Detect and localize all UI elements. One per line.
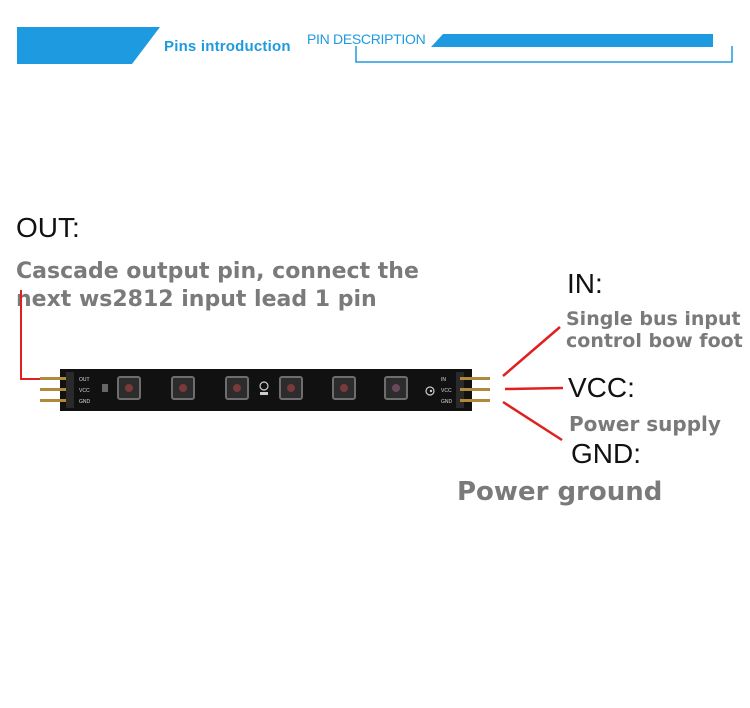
board-logo-icon — [259, 381, 269, 395]
out-pin-description: Cascade output pin, connect the next ws2… — [16, 259, 419, 312]
silk-left-vcc: VCC — [79, 388, 90, 394]
header-title: Pins introduction — [164, 38, 291, 55]
header-accent-bar — [17, 27, 160, 64]
right-header-pins — [456, 372, 490, 408]
silk-right-vcc: VCC — [441, 388, 452, 394]
in-pin-description: Single bus input control bow foot — [566, 308, 743, 352]
gnd-pin-description: Power ground — [457, 477, 663, 507]
vcc-pin-label: VCC: — [568, 372, 635, 403]
gnd-leader-line — [502, 400, 563, 442]
in-pin-label: IN: — [567, 268, 603, 299]
led-group — [117, 376, 408, 400]
header-subtitle: PIN DESCRIPTION — [307, 31, 426, 47]
in-leader-line — [502, 326, 561, 377]
out-wire — [20, 290, 40, 380]
silk-left-out: OUT — [79, 377, 90, 383]
header-right-decoration — [355, 34, 733, 63]
silk-right-in: IN — [441, 377, 446, 383]
circle-mark-icon — [425, 386, 435, 396]
vcc-pin-description: Power supply — [569, 412, 721, 436]
out-pin-label: OUT: — [16, 212, 80, 243]
silk-right-gnd: GND — [441, 399, 453, 405]
left-header-pins — [40, 372, 74, 408]
smd-component — [102, 384, 108, 392]
silk-left-gnd: GND — [79, 399, 91, 405]
vcc-leader-line — [504, 386, 564, 391]
gnd-pin-label: GND: — [571, 438, 641, 469]
